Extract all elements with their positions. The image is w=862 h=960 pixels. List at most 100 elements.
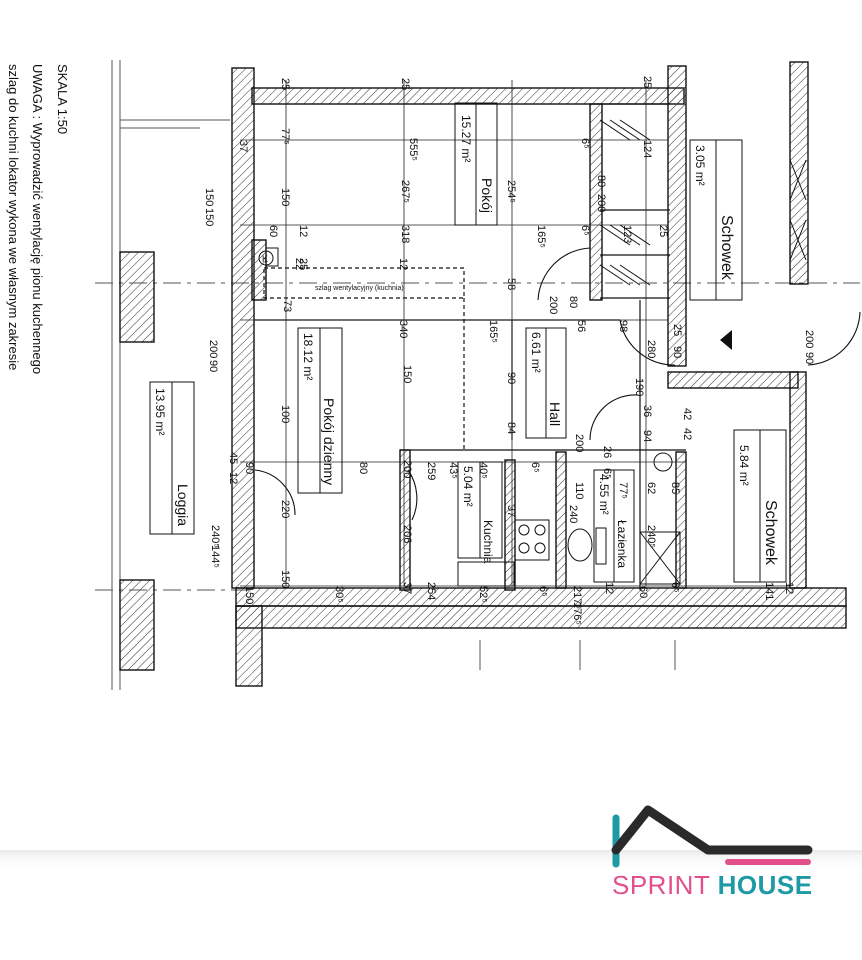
dimension-label: 25 xyxy=(671,324,683,336)
dimension-label: 150 xyxy=(401,365,413,383)
room-name-schowek-2: Schowek xyxy=(762,500,779,566)
dimension-label: 240 xyxy=(567,505,579,523)
dimension-lines xyxy=(240,80,790,587)
room-name-kuchnia: Kuchnia xyxy=(481,520,495,564)
dimension-label: 100 xyxy=(279,405,291,423)
room-labels: 15.27 m² Pokój 18.12 m² Pokój dzienny 6.… xyxy=(149,102,787,583)
dimension-label: 62 xyxy=(645,482,657,494)
dimension-label: 42 xyxy=(681,428,693,440)
vent-label: szlag wentylacyjny (kuchnia) xyxy=(315,285,404,292)
dimension-label: 217⁵ xyxy=(571,586,583,609)
dimension-label: 150 xyxy=(279,188,291,206)
room-name-hall: Hall xyxy=(547,402,563,426)
dimension-label: 6⁵ xyxy=(669,582,681,593)
dimension-label: 200 xyxy=(595,194,607,212)
dimension-label: 165⁵ xyxy=(535,225,547,248)
dimension-label: 176⁵ xyxy=(571,602,583,625)
warning-line-1: UWAGA : Wyprowadzić wentylację pionu kuc… xyxy=(30,64,45,374)
dimension-label: 12 xyxy=(297,225,309,237)
room-area-pokoj-dzienny: 18.12 m² xyxy=(301,333,315,380)
dimension-label: 144⁵ xyxy=(209,545,221,568)
room-area-schowek-1: 3.05 m² xyxy=(693,145,707,186)
room-name-schowek-1: Schowek xyxy=(718,215,735,281)
room-area-pokoj: 15.27 m² xyxy=(459,115,473,162)
dimension-label: 190 xyxy=(633,378,645,396)
dimension-label: 25 xyxy=(641,76,653,88)
dimension-label: 200 xyxy=(401,460,413,478)
dimension-label: 90 xyxy=(803,352,815,364)
dimension-label: 37 xyxy=(401,582,413,594)
dimension-label: 60 xyxy=(637,586,649,598)
brand-word-house: HOUSE xyxy=(717,870,813,900)
room-name-loggia: Loggia xyxy=(175,484,191,526)
dimension-label: 26 xyxy=(601,446,613,458)
dimension-label: 6⁵ xyxy=(529,462,541,473)
dimension-label: 43⁵ xyxy=(447,462,459,479)
dimension-label: 240⁵ xyxy=(645,525,657,548)
dimension-label: 254 xyxy=(425,582,437,600)
brand-word-sprint: SPRINT xyxy=(612,870,710,900)
room-area-schowek-2: 5.84 m² xyxy=(737,445,751,486)
dimension-label: 123 xyxy=(621,225,633,243)
dimension-label: 254⁵ xyxy=(505,180,517,203)
dimension-label: 25 xyxy=(297,258,309,270)
dimension-label: 206 xyxy=(401,525,413,543)
dimension-label: 124 xyxy=(641,140,653,158)
room-name-pokoj-dzienny: Pokój dzienny xyxy=(321,398,337,485)
dimension-label: 30⁵ xyxy=(333,586,345,603)
house-logo-icon xyxy=(611,805,813,868)
dimension-label: 37 xyxy=(237,140,249,152)
dimension-label: 40⁵ xyxy=(477,462,489,479)
walls xyxy=(119,61,847,687)
dimension-label: 58 xyxy=(505,278,517,290)
dimension-label: 200 xyxy=(803,330,815,348)
dimension-label: 150 xyxy=(243,586,255,604)
dimension-label: 90 xyxy=(505,372,517,384)
plan-notes: SKALA 1:50 UWAGA : Wyprowadzić wentylacj… xyxy=(6,64,70,374)
dimension-label: 240⁵ xyxy=(209,525,221,548)
dimension-label: 36 xyxy=(641,405,653,417)
dimension-label: 85 xyxy=(669,482,681,494)
dimension-label: 94 xyxy=(641,430,653,442)
dimension-label: 150 xyxy=(279,570,291,588)
dimension-label: 60 xyxy=(267,225,279,237)
dimension-label: 6⁵ xyxy=(579,225,591,236)
dimension-label: 6⁵ xyxy=(579,138,591,149)
dimension-label: 22 xyxy=(293,258,305,270)
doors xyxy=(254,247,861,521)
dimension-label: 52⁵ xyxy=(477,586,489,603)
dimension-label: 25 xyxy=(657,225,669,237)
warning-line-2: szlag do kuchni lokator wykona we własny… xyxy=(6,64,21,370)
dimension-label: 90 xyxy=(207,360,219,372)
dimension-label: 37 xyxy=(505,505,517,517)
dimension-label: 77⁵ xyxy=(279,128,291,145)
dimension-label: 141 xyxy=(763,582,775,600)
dimension-label: 56 xyxy=(575,320,587,332)
dimension-label: 98 xyxy=(617,320,629,332)
dimension-label: 73 xyxy=(281,300,293,312)
dimension-label: 220 xyxy=(279,500,291,518)
dimension-label: 25 xyxy=(279,78,291,90)
dimension-label: 150 xyxy=(203,208,215,226)
dimension-label: 6⁵ xyxy=(601,468,613,479)
dimension-label: 110 xyxy=(573,482,585,500)
vent-marker-icon xyxy=(258,250,274,266)
dimension-label: 200 xyxy=(207,340,219,358)
dimension-label: 84 xyxy=(505,422,517,434)
room-name-lazienka: Łazienka xyxy=(615,520,629,568)
dimension-label: 80 xyxy=(567,296,579,308)
room-name-pokoj: Pokój xyxy=(479,178,495,213)
dimension-labels: 25 25 25 555⁵ 77⁵ 267⁵ 254⁵ 6⁵ 124 37 150 150 150 60 1… xyxy=(203,76,815,625)
floor-plan: 15.27 m² Pokój 18.12 m² Pokój dzienny 6.… xyxy=(6,60,861,690)
dimension-label: 555⁵ xyxy=(407,138,419,161)
vent-mark: K xyxy=(262,254,268,264)
dimension-label: 6⁵ xyxy=(537,586,549,597)
brand-logo: SPRINT HOUSE xyxy=(612,870,813,901)
dimension-label: 259 xyxy=(425,462,437,480)
dimension-label: 318 xyxy=(399,225,411,243)
dimension-label: 267⁵ xyxy=(399,180,411,203)
room-area-kuchnia: 5.04 m² xyxy=(461,466,475,507)
dimension-label: 150 xyxy=(203,188,215,206)
dimension-label: 42 xyxy=(681,408,693,420)
room-area-hall: 6.61 m² xyxy=(529,332,543,373)
